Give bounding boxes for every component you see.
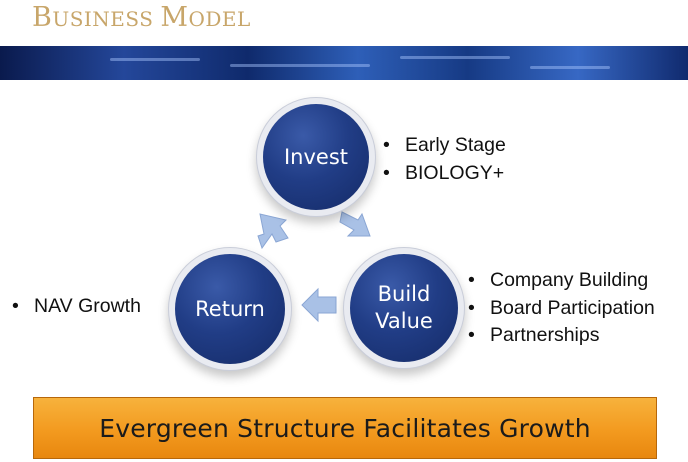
bullet-text: Early Stage [405, 134, 506, 156]
bullet-text: Company Building [490, 269, 649, 291]
banner-streak [530, 66, 610, 69]
list-item: • NAV Growth [12, 293, 141, 321]
list-item: • Partnerships [468, 322, 655, 350]
bullet-icon: • [383, 134, 390, 156]
footer-banner: Evergreen Structure Facilitates Growth [33, 397, 657, 459]
title-initial-b: B [32, 2, 53, 33]
return-bullet-list: • NAV Growth [12, 293, 141, 321]
bullet-text: Board Participation [490, 296, 655, 319]
build-value-label: Build Value [375, 281, 433, 335]
invest-label: Invest [283, 144, 349, 169]
bullet-icon: • [468, 324, 475, 346]
bullet-icon: • [468, 296, 475, 319]
title-word-rest-1: USINESS [52, 7, 154, 31]
invest-circle: Invest [263, 104, 369, 210]
banner-streak [400, 56, 510, 59]
list-item: • Board Participation [468, 295, 655, 323]
bullet-text: Partnerships [490, 324, 600, 346]
list-item: • Company Building [468, 267, 655, 295]
banner-streak [230, 64, 370, 67]
build-value-label-line-2: Value [375, 309, 433, 333]
return-circle: Return [175, 254, 285, 364]
build-value-bullet-list: • Company Building • Board Participation •… [468, 267, 655, 350]
footer-text: Evergreen Structure Facilitates Growth [99, 413, 591, 443]
build-value-circle: Build Value [350, 254, 458, 362]
bullet-icon: • [12, 295, 19, 317]
list-item: • Early Stage [383, 132, 506, 160]
invest-bullet-list: • Early Stage • BIOLOGY+ [383, 132, 506, 187]
build-value-label-line-1: Build [377, 282, 431, 306]
bullet-text: BIOLOGY+ [405, 161, 505, 184]
arrow-build-to-return-icon [301, 287, 337, 323]
arrow-return-to-invest-icon [257, 213, 289, 250]
title-word-rest-2: ODEL [188, 7, 251, 31]
banner-streak [110, 58, 200, 61]
title-initial-m: M [160, 2, 189, 33]
bullet-icon: • [383, 161, 390, 184]
list-item: • BIOLOGY+ [383, 160, 506, 188]
header-banner [0, 46, 688, 80]
bullet-text: NAV Growth [34, 295, 141, 317]
arrow-invest-to-build-icon [339, 211, 371, 237]
bullet-icon: • [468, 269, 475, 291]
page-title: BUSINESS MODEL [32, 4, 251, 33]
return-label: Return [195, 296, 265, 321]
